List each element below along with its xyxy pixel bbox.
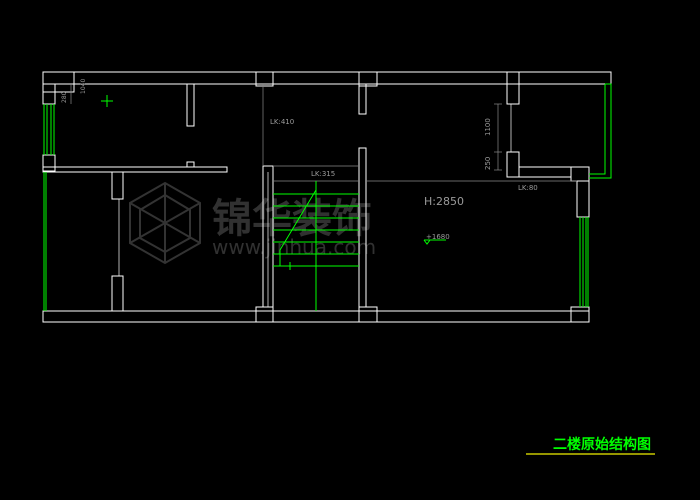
label-lk-80: LK:80 — [518, 184, 538, 192]
wall-bottom — [42, 310, 590, 323]
label-dim-250: 250 — [484, 157, 492, 170]
wall-left-mid — [42, 154, 56, 172]
window-left-upper — [43, 104, 55, 155]
door-jamb-lower — [111, 275, 124, 312]
label-height: H:2850 — [424, 195, 464, 208]
watermark: 锦华装饰 www.jinhua.com — [129, 181, 376, 265]
level-marker-icon — [423, 239, 446, 245]
label-level: +1680 — [426, 233, 450, 241]
guide-lines — [70, 84, 577, 307]
drawing-title: 二楼原始结构图 — [553, 436, 651, 453]
watermark-logo-icon — [129, 181, 201, 265]
wall-right-bottom — [570, 306, 590, 323]
watermark-url: www.jinhua.com — [212, 235, 376, 259]
stair-wall-right — [358, 147, 367, 308]
partition-left-horizontal — [42, 166, 228, 173]
partition-stub-lower — [186, 161, 195, 168]
label-dim-280: 280 — [61, 91, 68, 103]
crosshair-icon — [101, 95, 113, 107]
column-top-2 — [358, 71, 378, 87]
partition-stub-upper — [186, 83, 195, 127]
window-left-lower — [43, 172, 47, 311]
column-bottom-2 — [358, 306, 378, 323]
windows — [43, 83, 612, 311]
label-lk-315: LK:315 — [311, 170, 335, 178]
label-lk-410: LK:410 — [270, 118, 294, 126]
column-top-left — [42, 71, 75, 93]
watermark-text: 锦华装饰 — [212, 196, 372, 242]
partition-right-horizontal — [518, 166, 572, 178]
wall-left-upper — [42, 83, 56, 105]
window-right-upper — [589, 83, 612, 179]
wall-top — [42, 71, 612, 85]
label-dim-1100: 1100 — [484, 118, 492, 136]
column-top-3 — [506, 71, 520, 105]
stair-direction-arrow — [279, 189, 317, 266]
partition-stub-top — [358, 83, 367, 115]
stairs — [273, 181, 359, 311]
window-right-lower — [579, 217, 589, 307]
label-dim-1040: 1040 — [80, 79, 87, 94]
column-bottom-1 — [255, 306, 274, 323]
door-jamb-upper — [111, 171, 124, 200]
column-right-room — [506, 151, 520, 178]
column-top-1 — [255, 71, 274, 87]
wall-right-corner — [570, 166, 590, 182]
wall-right-mid — [576, 180, 590, 218]
